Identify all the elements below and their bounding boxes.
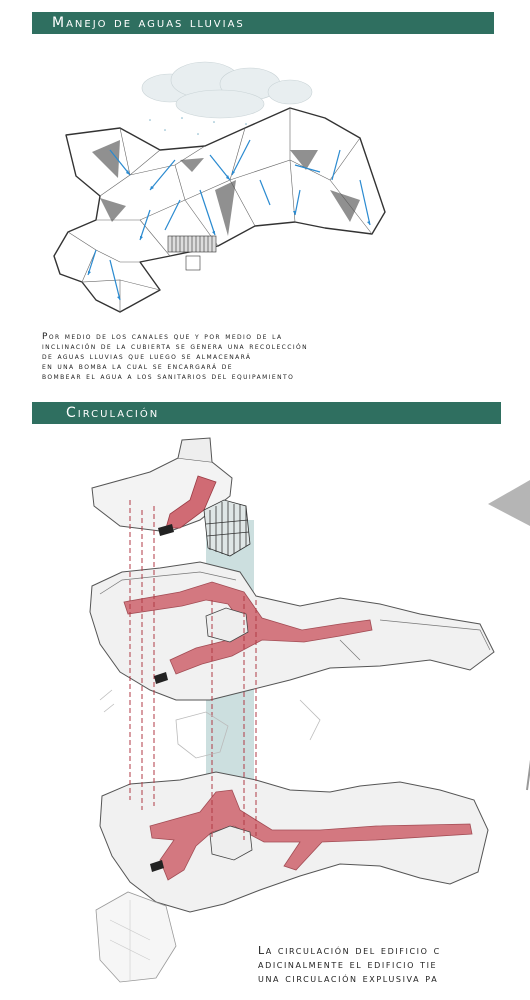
circulation-description: La circulación del edificio c adicinalme…: [258, 944, 441, 986]
rainwater-line-4: en una bomba la cual se encargará de: [42, 362, 233, 372]
level-top: [91, 437, 251, 557]
vertical-circulation-lines: [129, 500, 257, 840]
circulation-title-text: Circulación: [66, 405, 160, 421]
level-middle: [89, 561, 495, 701]
ghosted-structures: [99, 689, 321, 759]
rainwater-section-title: Manejo de aguas lluvias: [32, 12, 494, 34]
rainwater-title-text: Manejo de aguas lluvias: [52, 15, 245, 31]
circulation-line-2: adicinalmente el edificio tie: [258, 958, 438, 971]
bottom-hexagon-room: [209, 825, 253, 861]
rainwater-line-2: inclinación de la cubierta se genera una…: [42, 342, 309, 352]
grey-pointer-shape: [488, 480, 530, 526]
rain-cloud: [141, 61, 313, 119]
circulation-section-title: Circulación: [32, 402, 501, 424]
bottom-circulation-path: [149, 789, 473, 881]
rainwater-line-3: de aguas lluvias que luego se almacenará: [42, 352, 252, 362]
roof-dark-panels: [92, 140, 360, 236]
stair-elements: [150, 524, 174, 872]
glazed-facade: [167, 235, 217, 271]
rainwater-line-1: Por medio de los canales que y por medio…: [42, 332, 283, 342]
middle-hexagon-room: [205, 607, 249, 643]
level-bottom: [95, 771, 489, 983]
circulation-line-1: La circulación del edificio c: [258, 944, 441, 957]
rainwater-description: Por medio de los canales que y por medio…: [42, 332, 308, 382]
grey-pointer-stroke: [526, 759, 530, 791]
rainwater-line-5: bombear el agua a los sanitarios del equ…: [42, 372, 295, 382]
circulation-line-3: una circulación explusiva pa: [258, 972, 439, 985]
middle-circulation-path: [123, 581, 373, 675]
top-glass-tower: [203, 499, 251, 557]
water-arrow-heads: [88, 170, 370, 300]
water-flow-arrows: [87, 139, 371, 301]
